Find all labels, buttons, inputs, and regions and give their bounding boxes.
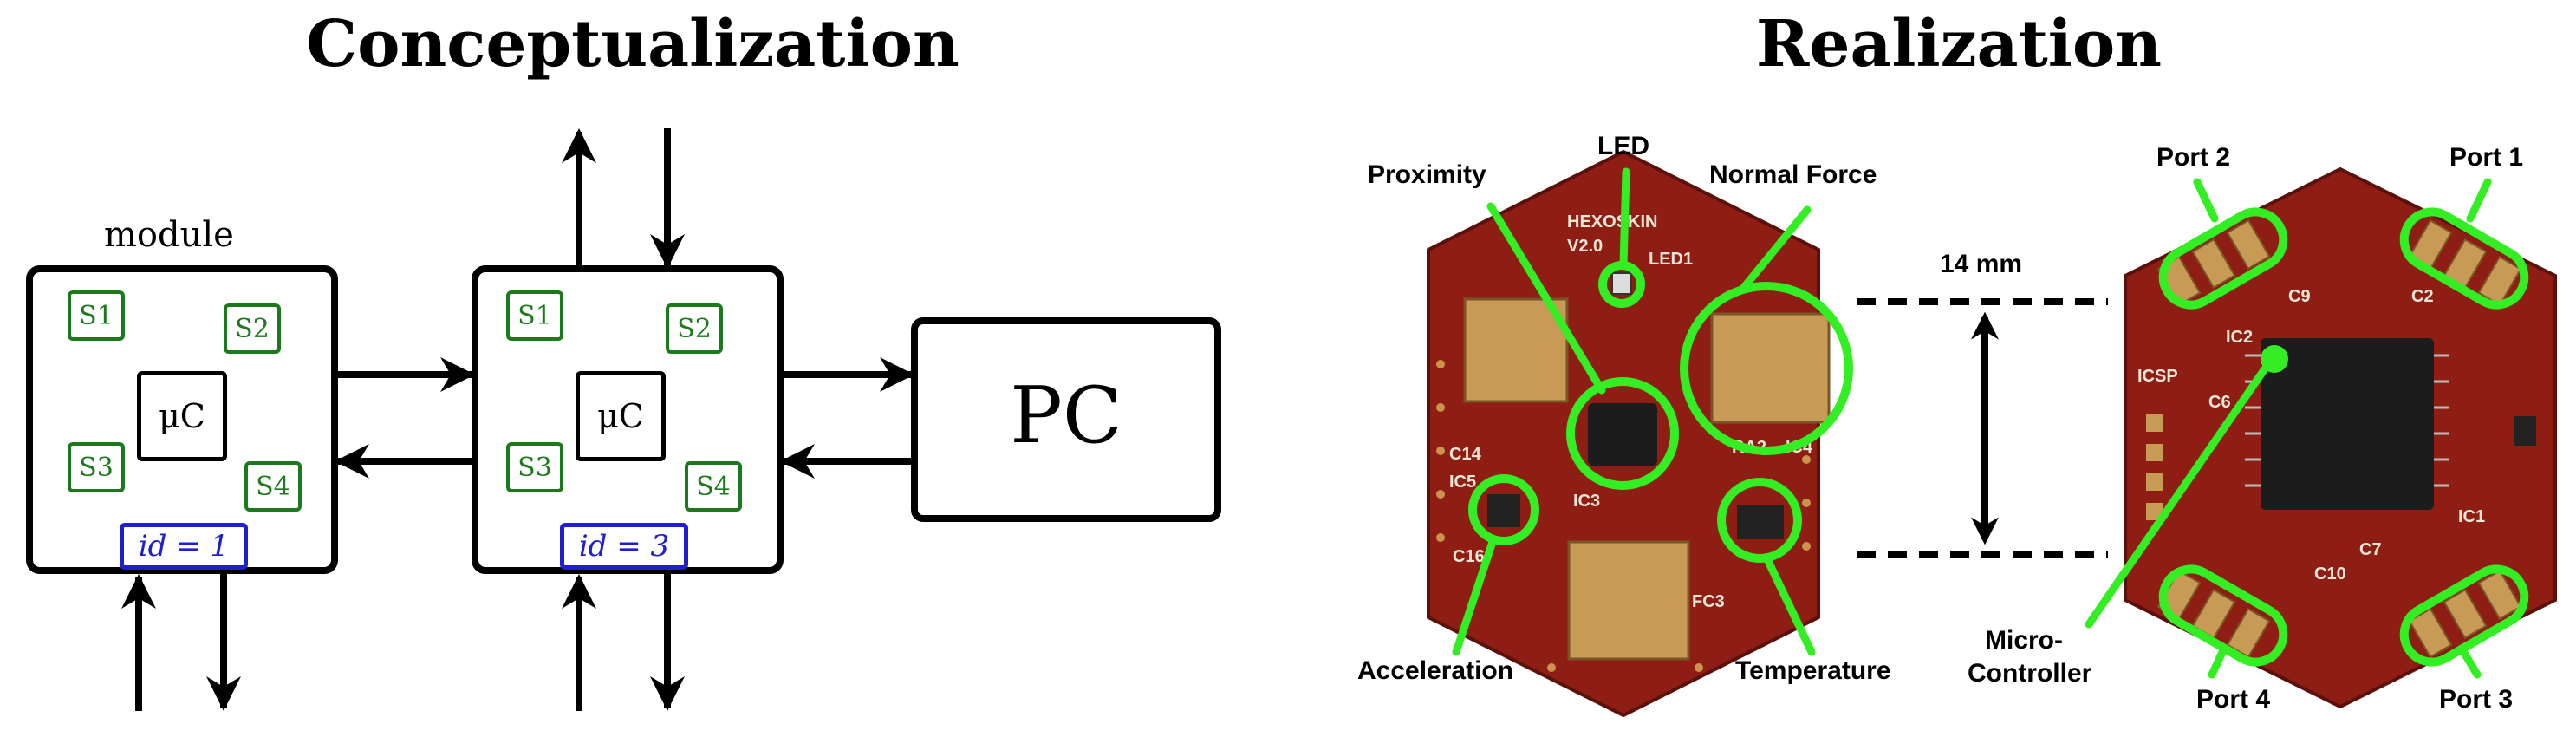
leader-port-2 (2193, 178, 2219, 223)
sensor-s2-right: S2 (666, 303, 723, 354)
sensor-s3-left: S3 (68, 442, 125, 492)
label-port-3: Port 3 (2439, 685, 2514, 714)
label-port-4: Port 4 (2196, 685, 2271, 714)
board-label-c7: C7 (2359, 540, 2382, 559)
leader-port-3 (2457, 644, 2482, 679)
proximity-chip (1588, 403, 1657, 466)
label-proximity: Proximity (1368, 160, 1486, 189)
board-label-c6: C6 (2208, 393, 2231, 412)
module-box-left (26, 265, 338, 574)
board-label-version: V2.0 (1567, 237, 1603, 256)
board-label-fc3: FC3 (1692, 592, 1725, 611)
board-label-ic5: IC5 (1449, 473, 1476, 492)
accelerometer-chip (1487, 494, 1520, 527)
label-micro-controller-line1: Micro- (1985, 626, 2063, 655)
label-led: LED (1597, 132, 1649, 160)
module-label: module (104, 215, 234, 255)
title-realization: Realization (1755, 7, 2163, 82)
temperature-chip (1737, 505, 1784, 539)
label-temperature: Temperature (1735, 656, 1891, 685)
highlight-port-3 (2399, 564, 2529, 667)
board-label-led1: LED1 (1649, 250, 1693, 269)
sensor-s2-left: S2 (224, 303, 281, 354)
mcu-left: μC (137, 371, 227, 461)
module-box-right (472, 265, 784, 574)
board-label-ic3: IC3 (1573, 492, 1600, 511)
sensor-s3-right: S3 (506, 442, 563, 492)
sensor-s1-left: S1 (68, 290, 125, 341)
board-label-hexoskin: HEXOSKIN (1567, 212, 1657, 232)
pc-box (911, 317, 1221, 522)
highlight-proximity (1566, 377, 1679, 490)
led-chip (1611, 272, 1632, 295)
title-conceptualization: Conceptualization (306, 7, 959, 82)
leader-temperature (1762, 553, 1816, 656)
pc-label: PC (1010, 370, 1122, 461)
highlight-port-2 (2158, 207, 2288, 310)
board-label-c10: C10 (2314, 564, 2346, 584)
highlight-normal-force (1680, 282, 1853, 455)
mcu-right: μC (576, 371, 666, 461)
board-label-c9: C9 (2288, 287, 2311, 306)
leader-acceleration (1452, 535, 1498, 656)
leader-proximity (1486, 202, 1606, 395)
label-size: 14 mm (1940, 250, 2023, 278)
highlight-acceleration (1468, 474, 1539, 545)
board-label-c2: C2 (2411, 287, 2434, 306)
label-micro-controller-line2: Controller (1968, 659, 2092, 688)
force-pad-bottom (1567, 540, 1690, 661)
id-badge-right: id = 3 (560, 523, 688, 570)
label-acceleration: Acceleration (1357, 656, 1514, 685)
label-normal-force: Normal Force (1709, 160, 1877, 189)
sensor-s1-right: S1 (506, 290, 563, 341)
leader-normal-force (1738, 205, 1812, 294)
label-port-2: Port 2 (2156, 143, 2231, 172)
board-label-ic2: IC2 (2226, 328, 2253, 347)
board-label-icsp: ICSP (2137, 367, 2178, 386)
highlight-temperature (1717, 478, 1802, 563)
force-pad-top-left (1463, 297, 1569, 403)
board-label-c16: C16 (1453, 547, 1485, 566)
leader-port-1 (2466, 178, 2492, 223)
sensor-s4-right: S4 (685, 461, 742, 512)
microcontroller-chip (2261, 338, 2434, 510)
label-port-1: Port 1 (2449, 143, 2524, 172)
highlight-micro-controller-dot (2261, 345, 2288, 373)
highlight-port-4 (2158, 564, 2288, 667)
id-badge-left: id = 1 (120, 523, 248, 570)
concept-diagram (26, 128, 1221, 711)
sensor-s4-left: S4 (244, 461, 302, 512)
force-pad-top-right (1710, 312, 1831, 424)
board-label-c14: C14 (1449, 445, 1482, 464)
leader-led (1619, 167, 1630, 270)
highlight-port-1 (2399, 207, 2529, 310)
board-label-ic1: IC1 (2458, 507, 2485, 526)
leader-micro-controller (2085, 358, 2274, 629)
leader-port-4 (2208, 644, 2228, 679)
